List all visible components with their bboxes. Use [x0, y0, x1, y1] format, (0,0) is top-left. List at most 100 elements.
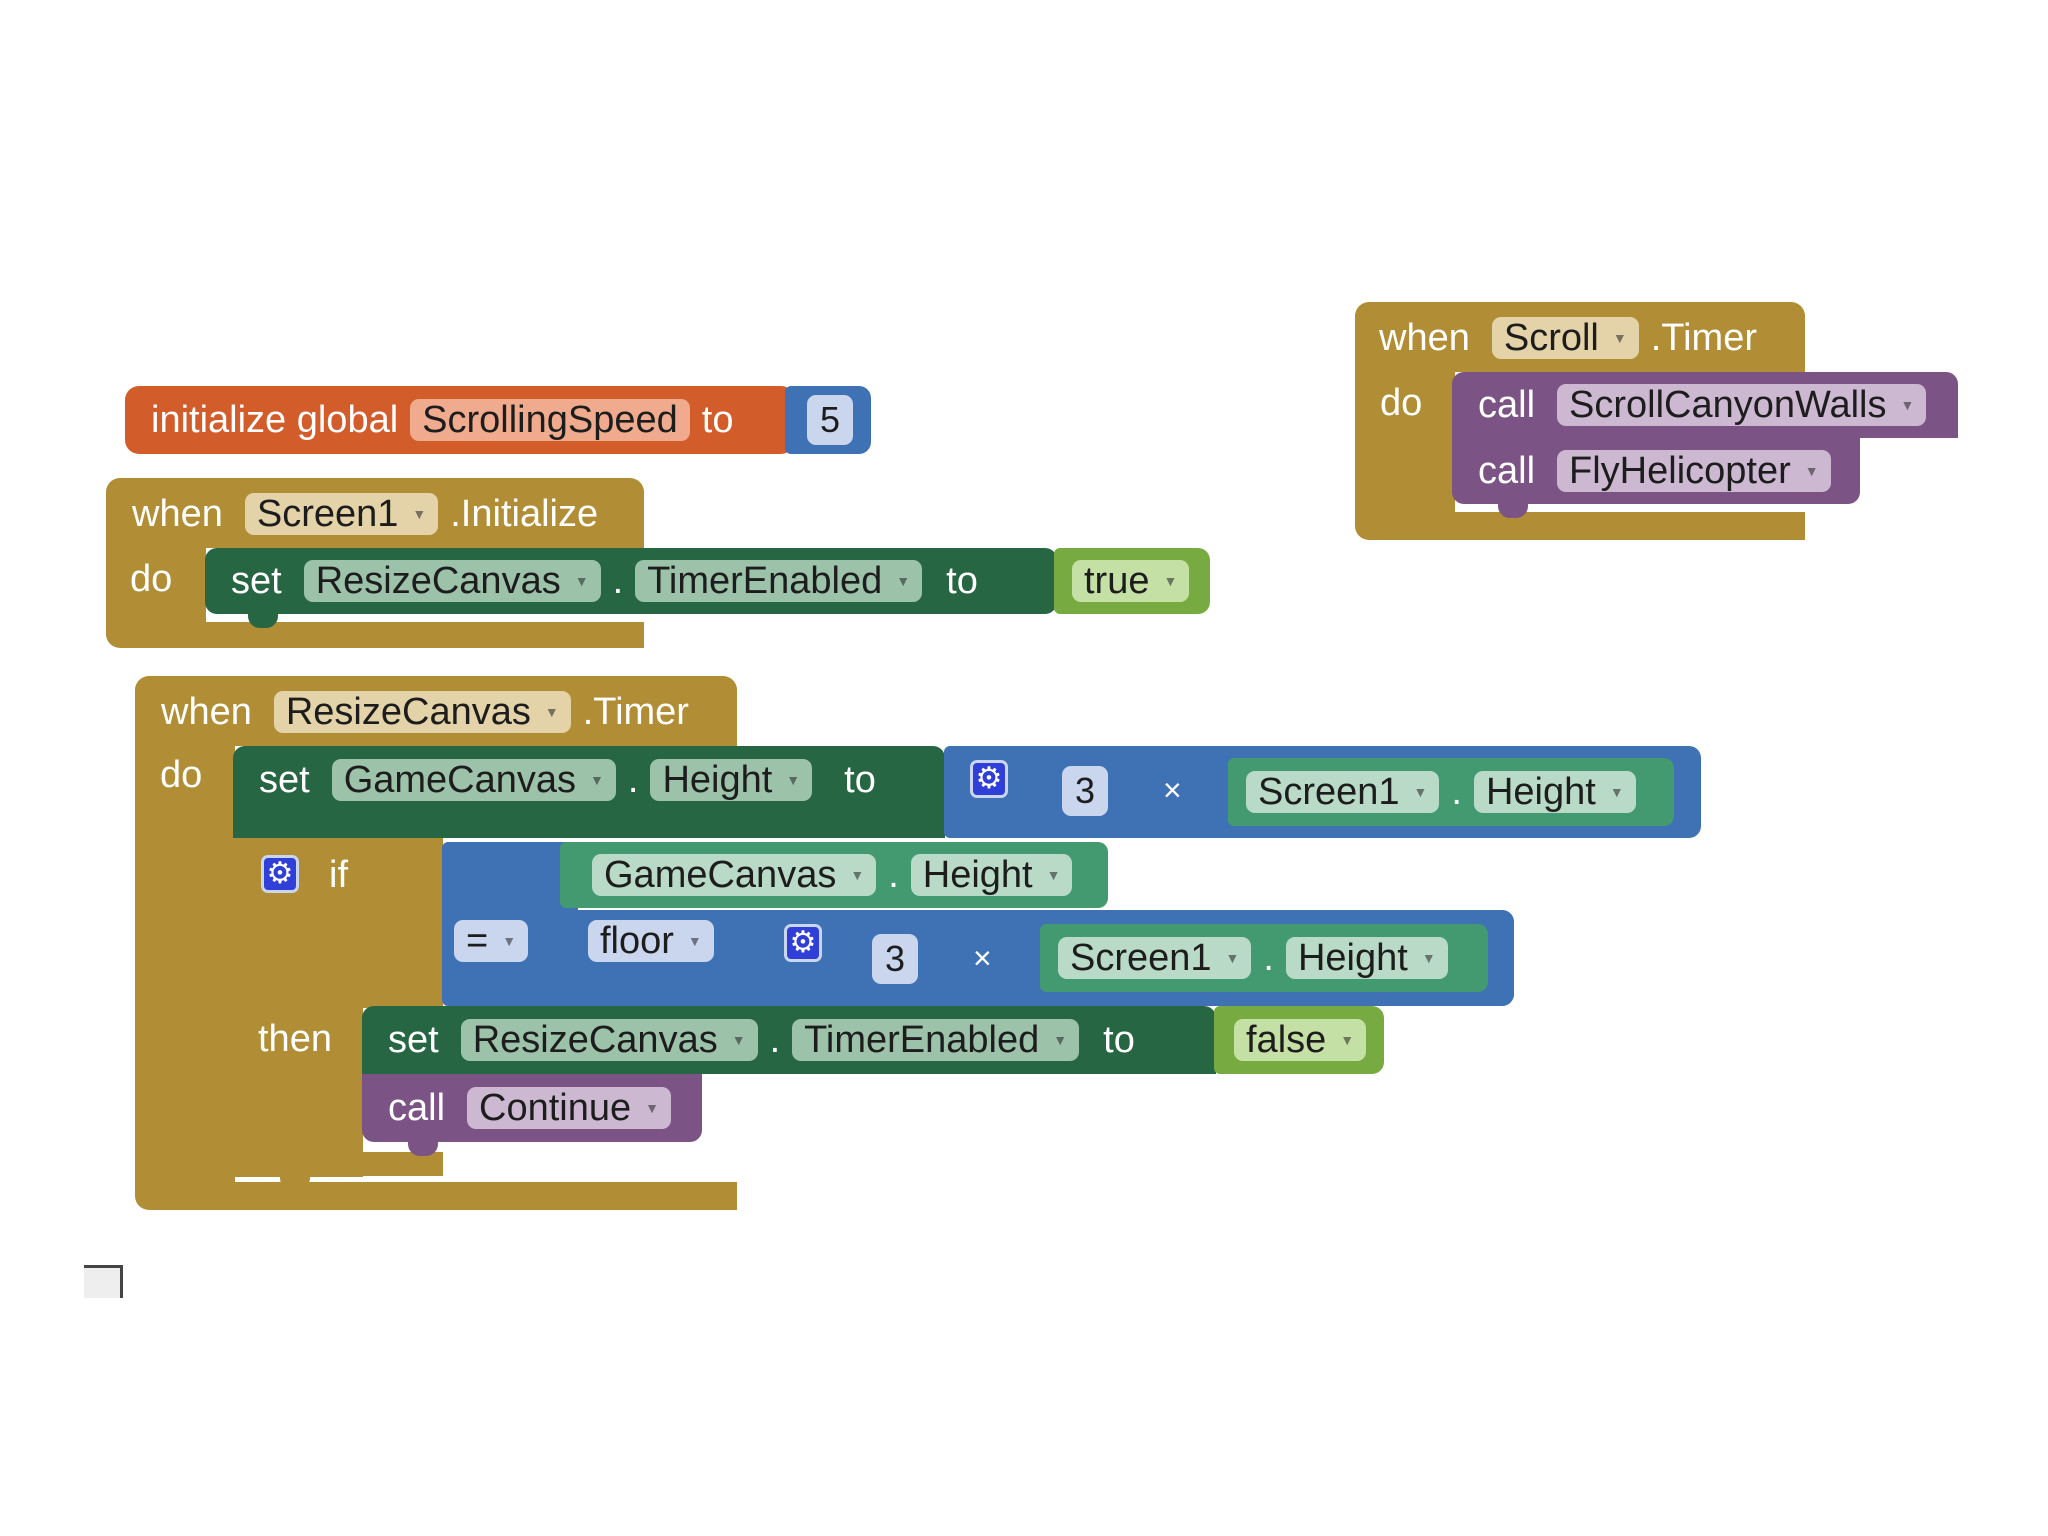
initialize-global-keyword: initialize global: [151, 399, 399, 441]
set-keyword: set: [259, 759, 310, 801]
dropdown-arrow-icon: ▼: [590, 772, 604, 788]
component-dropdown[interactable]: ResizeCanvas ▼: [273, 690, 571, 733]
dropdown-arrow-icon: ▼: [731, 1032, 746, 1048]
number-block[interactable]: 5: [785, 386, 871, 454]
component-dropdown[interactable]: ResizeCanvas ▼: [303, 559, 601, 602]
math-multiply-block[interactable]: ⚙ 3 × Screen1 ▼ . Height ▼: [944, 746, 1701, 838]
dot-separator: .: [1263, 937, 1274, 979]
math-multiply-block[interactable]: ⚙ 3 × Screen1 ▼ . Height ▼: [760, 910, 1514, 1006]
property-dropdown[interactable]: TimerEnabled ▼: [792, 1019, 1080, 1061]
component-name: ResizeCanvas: [315, 559, 561, 602]
mutator-gear-icon[interactable]: ⚙: [261, 855, 299, 893]
number-value[interactable]: 5: [807, 395, 853, 445]
event-block-screen-initialize[interactable]: when Screen1 ▼ .Initialize: [106, 478, 644, 548]
do-keyword: do: [130, 558, 173, 600]
event-block-scroll-timer[interactable]: when Scroll ▼ .Timer: [1355, 302, 1805, 372]
dropdown-arrow-icon: ▼: [412, 506, 427, 522]
component-dropdown[interactable]: Scroll ▼: [1491, 317, 1639, 359]
dot-separator: .: [888, 854, 899, 896]
dropdown-arrow-icon: ▼: [1612, 330, 1627, 346]
boolean-dropdown[interactable]: true ▼: [1072, 559, 1190, 602]
event-block-resize-timer[interactable]: when ResizeCanvas ▼ .Timer: [135, 676, 737, 746]
boolean-value: true: [1084, 559, 1150, 602]
event-name: .Timer: [1650, 317, 1757, 359]
dropdown-arrow-icon: ▼: [1163, 573, 1178, 589]
procedure-call-block[interactable]: call Continue ▼: [362, 1074, 702, 1142]
component-name: Screen1: [1258, 770, 1400, 813]
procedure-call-block[interactable]: call FlyHelicopter ▼: [1452, 438, 1860, 504]
when-keyword: when: [132, 493, 223, 535]
when-keyword: when: [161, 691, 252, 733]
boolean-dropdown[interactable]: false ▼: [1234, 1018, 1367, 1061]
block-connector: [280, 1174, 310, 1190]
procedure-name: Continue: [479, 1086, 632, 1129]
component-dropdown[interactable]: GameCanvas ▼: [592, 854, 877, 896]
dropdown-arrow-icon: ▼: [1804, 463, 1819, 479]
getter-block[interactable]: Screen1 ▼ . Height ▼: [1228, 758, 1674, 826]
dropdown-arrow-icon: ▼: [502, 933, 517, 949]
setter-block-height[interactable]: set GameCanvas ▼ . Height ▼ to: [233, 746, 945, 838]
dropdown-arrow-icon: ▼: [1225, 950, 1240, 966]
workspace-corner-icon[interactable]: [84, 1265, 123, 1298]
setter-block-timer-enabled[interactable]: set ResizeCanvas ▼ . TimerEnabled ▼ to: [362, 1006, 1216, 1074]
getter-block[interactable]: Screen1 ▼ . Height ▼: [1040, 924, 1488, 992]
component-dropdown[interactable]: ResizeCanvas ▼: [460, 1019, 758, 1061]
procedure-name: ScrollCanyonWalls: [1569, 383, 1887, 426]
property-dropdown[interactable]: Height ▼: [1473, 771, 1636, 813]
math-floor-block[interactable]: floor ▼ ⚙ 3 × Screen1 ▼ . Height ▼: [576, 910, 1514, 1006]
property-dropdown[interactable]: Height ▼: [650, 759, 813, 801]
component-dropdown[interactable]: Screen1 ▼: [1246, 770, 1440, 813]
event-block-footer: [106, 622, 644, 648]
getter-block[interactable]: GameCanvas ▼ . Height ▼: [560, 842, 1108, 908]
property-dropdown[interactable]: Height ▼: [1285, 936, 1448, 979]
dropdown-arrow-icon: ▼: [1413, 784, 1428, 800]
component-name: ResizeCanvas: [285, 690, 531, 733]
floor-dropdown[interactable]: floor ▼: [588, 920, 714, 962]
if-block-body: [233, 1007, 363, 1177]
mutator-gear-icon[interactable]: ⚙: [784, 924, 822, 962]
set-keyword: set: [388, 1019, 439, 1061]
call-keyword: call: [1478, 384, 1536, 426]
procedure-dropdown[interactable]: Continue ▼: [467, 1086, 672, 1129]
event-block-footer: [135, 1182, 737, 1210]
logic-boolean-block[interactable]: true ▼: [1054, 548, 1210, 614]
procedure-call-block[interactable]: call ScrollCanyonWalls ▼: [1452, 372, 1958, 438]
event-name: .Timer: [582, 691, 689, 733]
setter-block-timer-enabled[interactable]: set ResizeCanvas ▼ . TimerEnabled ▼ to: [205, 548, 1057, 614]
compare-operator-dropdown[interactable]: = ▼: [454, 920, 529, 962]
dropdown-arrow-icon: ▼: [786, 772, 801, 788]
property-name: Height: [1297, 936, 1408, 979]
procedure-dropdown[interactable]: FlyHelicopter ▼: [1557, 450, 1831, 492]
component-dropdown[interactable]: Screen1 ▼: [1058, 937, 1252, 979]
dropdown-arrow-icon: ▼: [1340, 1032, 1355, 1048]
multiply-operator: ×: [973, 940, 992, 976]
dropdown-arrow-icon: ▼: [1053, 1032, 1068, 1048]
event-block-footer: [1355, 512, 1805, 540]
component-dropdown[interactable]: Screen1 ▼: [244, 493, 439, 535]
property-dropdown[interactable]: Height ▼: [910, 854, 1073, 896]
do-keyword: do: [160, 754, 203, 796]
number-value[interactable]: 3: [1062, 766, 1108, 816]
floor-function: floor: [600, 919, 674, 962]
global-variable-name-field[interactable]: ScrollingSpeed: [410, 399, 690, 441]
math-compare-block[interactable]: = ▼: [442, 842, 578, 1006]
procedure-dropdown[interactable]: ScrollCanyonWalls ▼: [1557, 383, 1927, 426]
mutator-gear-icon[interactable]: ⚙: [970, 760, 1008, 798]
when-keyword: when: [1379, 317, 1470, 359]
call-keyword: call: [388, 1087, 446, 1129]
event-block-body: [135, 745, 235, 1183]
global-variable-block[interactable]: initialize global ScrollingSpeed to: [125, 386, 795, 454]
property-dropdown[interactable]: TimerEnabled ▼: [635, 560, 923, 602]
event-block-body: [106, 547, 206, 623]
component-name: GameCanvas: [343, 758, 577, 801]
multiply-operator: ×: [1163, 772, 1182, 808]
boolean-value: false: [1246, 1018, 1327, 1061]
number-value[interactable]: 3: [872, 934, 918, 984]
component-dropdown[interactable]: GameCanvas ▼: [331, 758, 616, 801]
dot-separator: .: [627, 759, 639, 801]
to-keyword: to: [701, 399, 734, 441]
if-block-footer: [233, 1152, 443, 1176]
logic-boolean-block[interactable]: false ▼: [1214, 1006, 1384, 1074]
dot-separator: .: [612, 560, 624, 602]
